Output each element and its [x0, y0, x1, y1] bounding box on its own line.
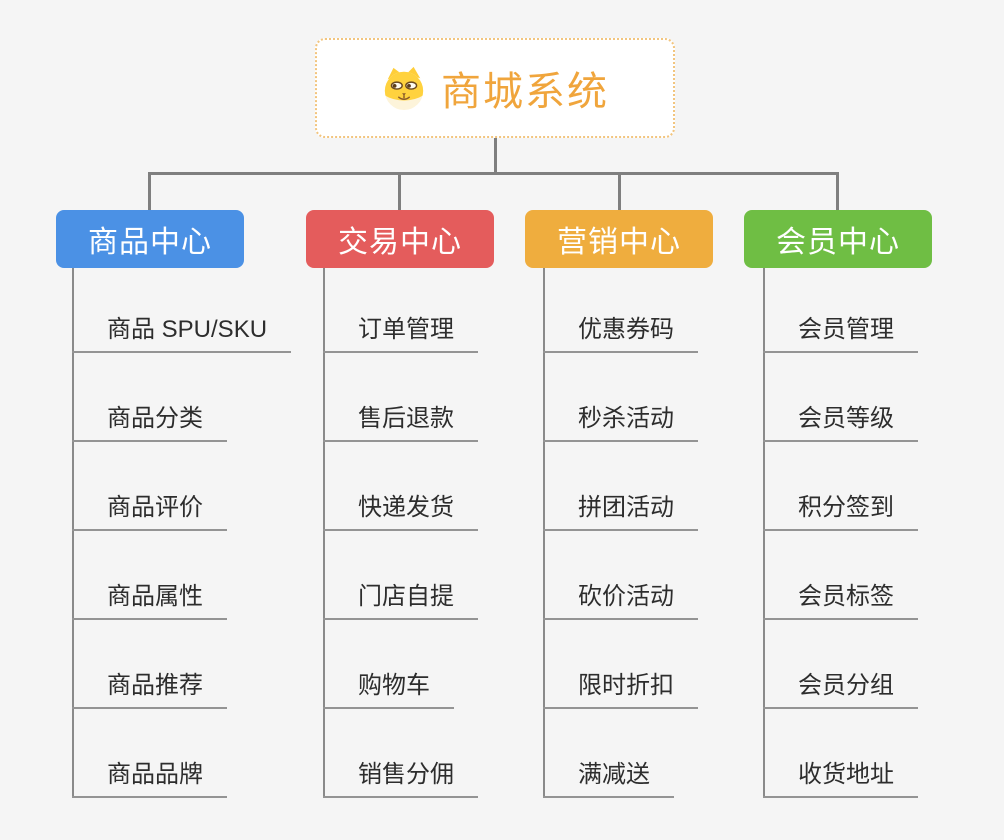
connector-drop-trade — [398, 172, 401, 210]
connector-drop-member — [836, 172, 839, 210]
branch-column-member: 会员管理 会员等级 积分签到 会员标签 会员分组 收货地址 — [763, 268, 1004, 798]
branch-node-trade-center[interactable]: 交易中心 — [306, 210, 494, 268]
branch-column-trade: 订单管理 售后退款 快递发货 门店自提 购物车 销售分佣 — [323, 268, 573, 798]
leaf-node[interactable]: 会员分组 — [763, 669, 918, 709]
branch-node-marketing-center[interactable]: 营销中心 — [525, 210, 713, 268]
root-title: 商城系统 — [441, 70, 609, 114]
leaf-node[interactable]: 商品 SPU/SKU — [72, 313, 292, 353]
leaf-node[interactable]: 订单管理 — [323, 313, 478, 353]
branch-node-product-center[interactable]: 商品中心 — [56, 210, 244, 268]
leaf-node[interactable]: 商品推荐 — [72, 669, 227, 709]
branch-node-member-center[interactable]: 会员中心 — [744, 210, 932, 268]
connector-drop-marketing — [618, 172, 621, 210]
leaf-node[interactable]: 快递发货 — [323, 491, 478, 531]
leaf-node[interactable]: 会员等级 — [763, 402, 918, 442]
leaf-node[interactable]: 购物车 — [323, 669, 454, 709]
leaf-node[interactable]: 会员标签 — [763, 580, 918, 620]
branch-column-product: 商品 SPU/SKU 商品分类 商品评价 商品属性 商品推荐 商品品牌 — [72, 268, 322, 798]
branch-column-marketing: 优惠券码 秒杀活动 拼团活动 砍价活动 限时折扣 满减送 — [543, 268, 793, 798]
root-node-mall-system[interactable]: 商城系统 — [315, 38, 675, 138]
leaf-node[interactable]: 商品属性 — [72, 580, 227, 620]
dog-face-icon — [384, 66, 424, 111]
connector-bus — [150, 172, 838, 175]
leaf-node[interactable]: 积分签到 — [763, 491, 918, 531]
leaf-node[interactable]: 收货地址 — [763, 758, 918, 798]
connector-root-drop — [494, 138, 497, 172]
leaf-node[interactable]: 砍价活动 — [543, 580, 698, 620]
leaf-node[interactable]: 会员管理 — [763, 313, 918, 353]
leaf-node[interactable]: 售后退款 — [323, 402, 478, 442]
leaf-node[interactable]: 满减送 — [543, 758, 674, 798]
leaf-node[interactable]: 限时折扣 — [543, 669, 698, 709]
leaf-node[interactable]: 秒杀活动 — [543, 402, 698, 442]
leaf-node[interactable]: 商品评价 — [72, 491, 227, 531]
leaf-node[interactable]: 商品品牌 — [72, 758, 227, 798]
leaf-node[interactable]: 拼团活动 — [543, 491, 698, 531]
leaf-node[interactable]: 销售分佣 — [323, 758, 478, 798]
leaf-node[interactable]: 优惠券码 — [543, 313, 698, 353]
leaf-node[interactable]: 门店自提 — [323, 580, 478, 620]
connector-drop-product — [148, 172, 151, 210]
leaf-node[interactable]: 商品分类 — [72, 402, 227, 442]
